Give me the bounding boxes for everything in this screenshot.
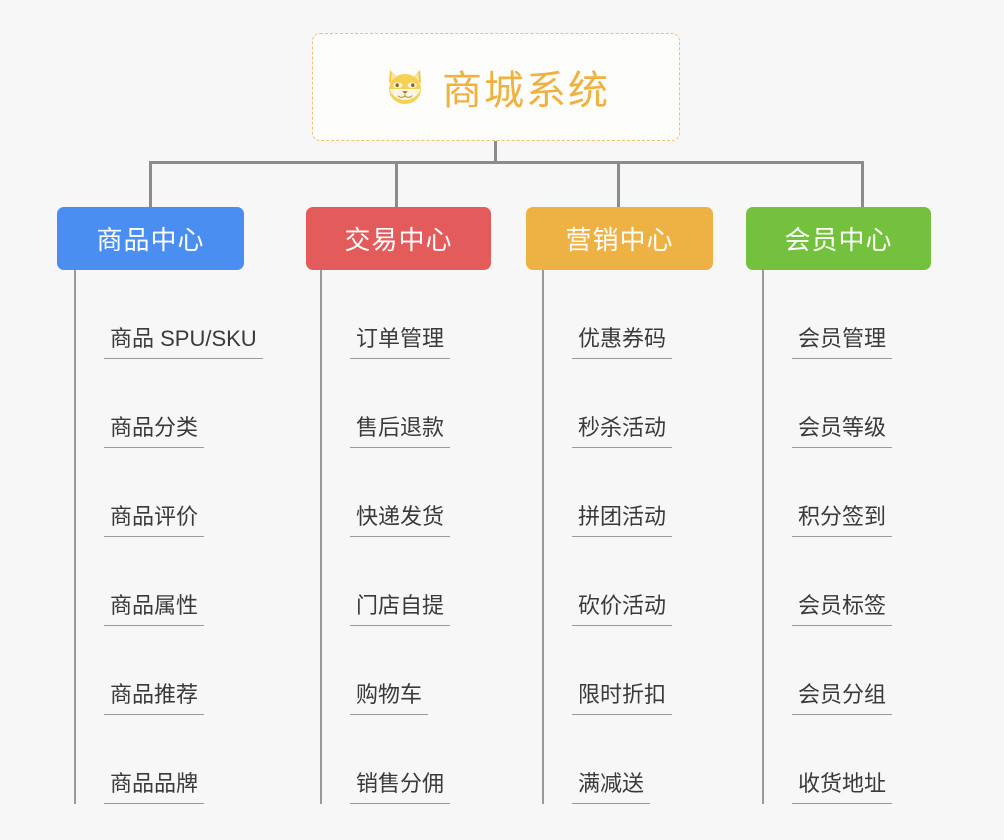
leaf-item[interactable]: 售后退款 (320, 359, 451, 448)
category-box-member-center[interactable]: 会员中心 (746, 207, 931, 270)
leaf-item-label: 门店自提 (350, 592, 451, 626)
leaf-item[interactable]: 快递发货 (320, 448, 451, 537)
category-box-trade-center[interactable]: 交易中心 (306, 207, 491, 270)
leaf-item-label: 商品分类 (104, 414, 205, 448)
category-label: 商品中心 (96, 225, 205, 255)
leaf-item-label: 会员管理 (792, 325, 893, 359)
leaf-item-label: 快递发货 (350, 503, 451, 537)
leaf-item[interactable]: 会员等级 (762, 359, 893, 448)
connector-drop-marketing-center (617, 161, 620, 207)
leaf-item[interactable]: 商品品牌 (74, 715, 205, 804)
category-label: 会员中心 (784, 225, 893, 255)
leaf-item-label: 商品评价 (104, 503, 205, 537)
leaf-item[interactable]: 商品评价 (74, 448, 205, 537)
leaf-item[interactable]: 商品 SPU/SKU (74, 270, 263, 359)
category-box-marketing-center[interactable]: 营销中心 (526, 207, 713, 270)
category-box-product-center[interactable]: 商品中心 (57, 207, 244, 270)
leaf-item-label: 会员等级 (792, 414, 893, 448)
leaf-item[interactable]: 限时折扣 (542, 626, 673, 715)
leaf-item-label: 优惠券码 (572, 325, 673, 359)
leaf-item[interactable]: 会员管理 (762, 270, 893, 359)
leaf-item[interactable]: 销售分佣 (320, 715, 451, 804)
leaf-item[interactable]: 秒杀活动 (542, 359, 673, 448)
category-label: 营销中心 (565, 225, 674, 255)
connector-drop-product-center (149, 161, 152, 207)
leaf-item-label: 商品推荐 (104, 681, 205, 715)
leaf-item-label: 秒杀活动 (572, 414, 673, 448)
leaf-item[interactable]: 商品推荐 (74, 626, 205, 715)
leaf-item[interactable]: 收货地址 (762, 715, 893, 804)
branch-trunk-marketing-center (542, 270, 544, 804)
leaf-item[interactable]: 满减送 (542, 715, 651, 804)
leaf-item[interactable]: 砍价活动 (542, 537, 673, 626)
leaf-item[interactable]: 拼团活动 (542, 448, 673, 537)
branch-trunk-product-center (74, 270, 76, 804)
leaf-item[interactable]: 门店自提 (320, 537, 451, 626)
connector-root-stem (494, 141, 497, 163)
branch-trunk-trade-center (320, 270, 322, 804)
leaf-item-label: 销售分佣 (350, 770, 451, 804)
connector-horizontal-bus (150, 161, 863, 164)
leaf-item-label: 购物车 (350, 681, 429, 715)
dog-face-icon (382, 64, 428, 110)
leaf-item-label: 售后退款 (350, 414, 451, 448)
leaf-item-label: 砍价活动 (572, 592, 673, 626)
connector-drop-member-center (861, 161, 864, 207)
leaf-item-label: 会员标签 (792, 592, 893, 626)
connector-drop-trade-center (395, 161, 398, 207)
leaf-item[interactable]: 商品分类 (74, 359, 205, 448)
leaf-item-label: 商品品牌 (104, 770, 205, 804)
root-node-shop-system[interactable]: 商城系统 (312, 33, 680, 141)
leaf-item-label: 商品 SPU/SKU (104, 325, 263, 359)
leaf-item[interactable]: 商品属性 (74, 537, 205, 626)
category-label: 交易中心 (344, 225, 453, 255)
leaf-item[interactable]: 会员标签 (762, 537, 893, 626)
leaf-item-label: 满减送 (572, 770, 651, 804)
leaf-item[interactable]: 订单管理 (320, 270, 451, 359)
leaf-item-label: 拼团活动 (572, 503, 673, 537)
leaf-item[interactable]: 购物车 (320, 626, 429, 715)
leaf-item-label: 订单管理 (350, 325, 451, 359)
root-title: 商城系统 (442, 69, 610, 113)
branch-trunk-member-center (762, 270, 764, 804)
leaf-item[interactable]: 积分签到 (762, 448, 893, 537)
leaf-item[interactable]: 优惠券码 (542, 270, 673, 359)
leaf-item-label: 会员分组 (792, 681, 893, 715)
leaf-item-label: 限时折扣 (572, 681, 673, 715)
leaf-item-label: 积分签到 (792, 503, 893, 537)
leaf-item-label: 商品属性 (104, 592, 205, 626)
leaf-item[interactable]: 会员分组 (762, 626, 893, 715)
leaf-item-label: 收货地址 (792, 770, 893, 804)
